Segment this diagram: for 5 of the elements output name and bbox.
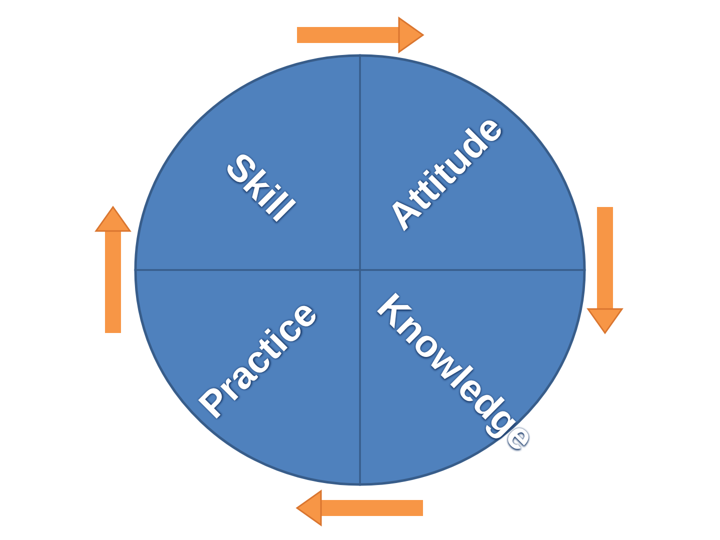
quadrant-segment xyxy=(360,55,585,270)
quadrant-segment xyxy=(360,270,585,485)
quadrant-segment xyxy=(135,55,360,270)
quadrant-segment xyxy=(135,270,360,485)
circle-shape xyxy=(135,55,585,485)
